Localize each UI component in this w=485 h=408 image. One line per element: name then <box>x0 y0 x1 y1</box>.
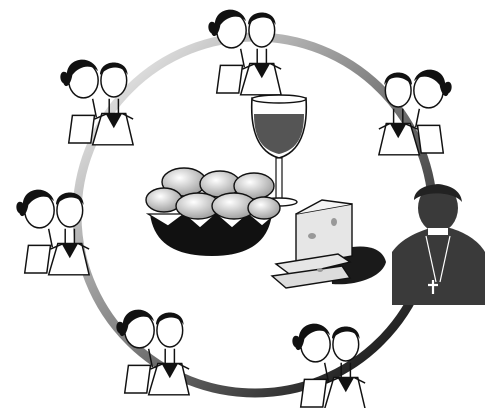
bread-basket <box>146 168 280 256</box>
couple-bottom-left <box>116 310 189 395</box>
couple-top <box>208 10 281 95</box>
priest <box>392 184 485 305</box>
cheese <box>272 200 386 288</box>
couple-upper-right <box>379 70 452 155</box>
